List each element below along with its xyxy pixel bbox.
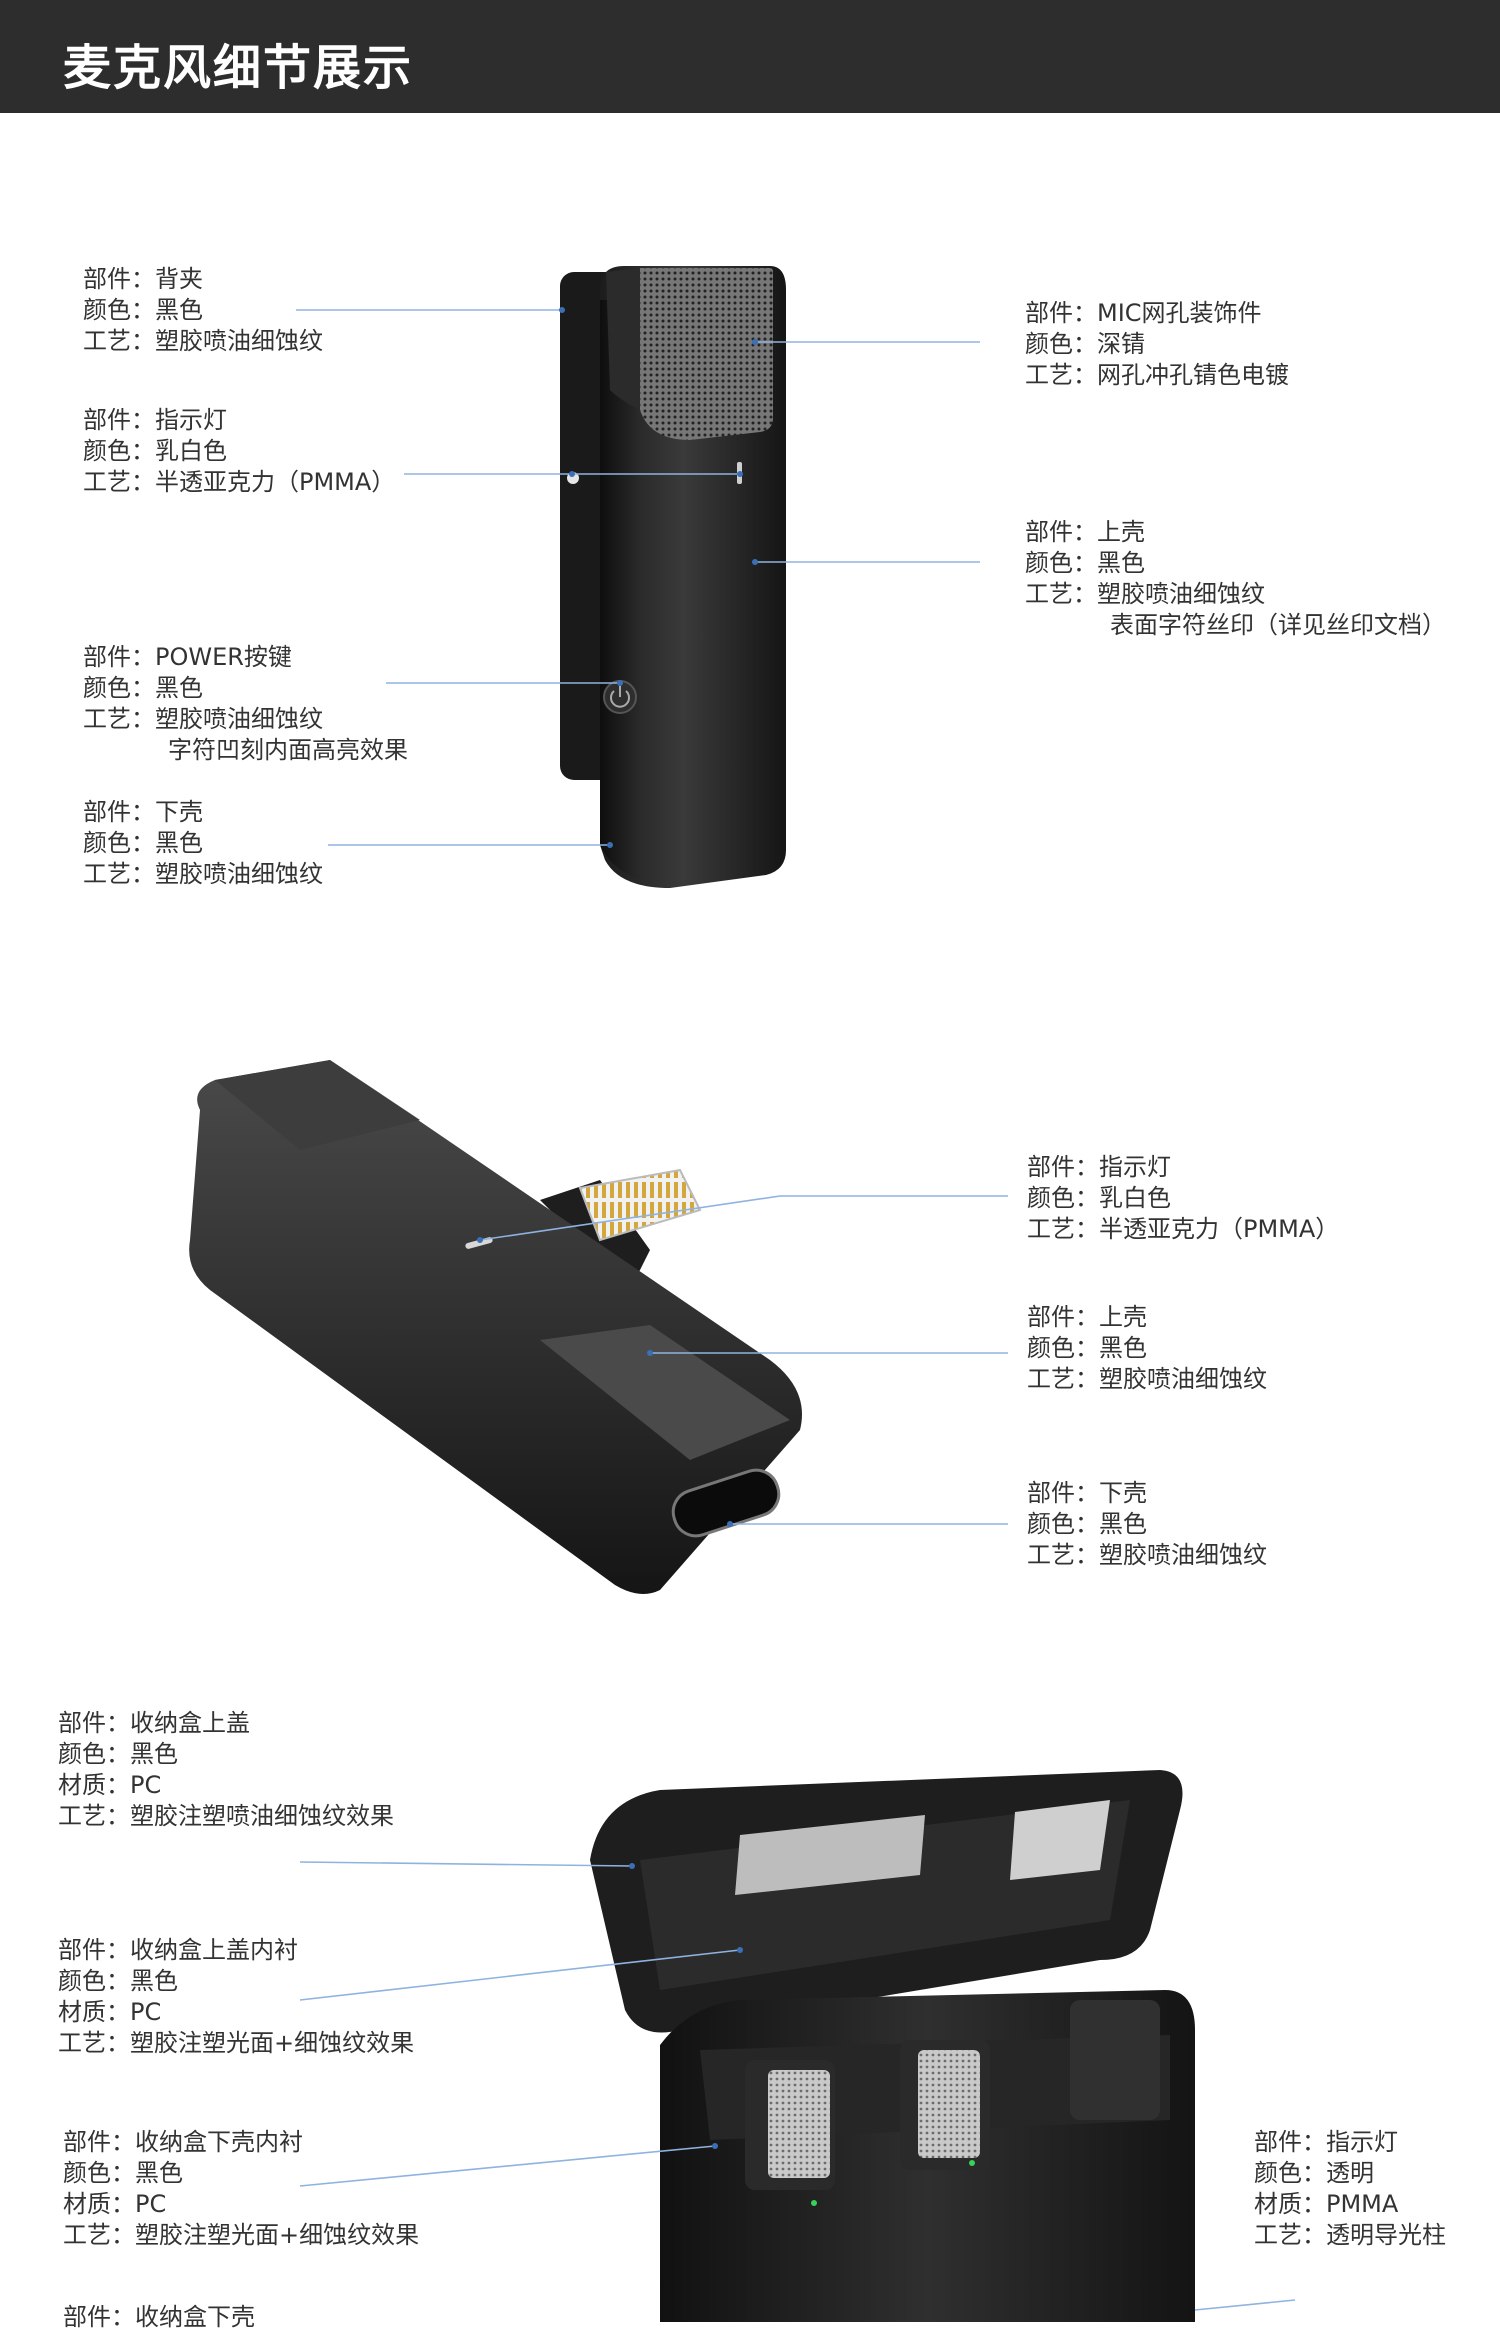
callout-line: 部件：POWER按键 — [83, 643, 292, 671]
callout-plug-lower-shell: 部件：下壳 颜色：黑色 工艺：塑胶喷油细蚀纹 — [1027, 1478, 1267, 1571]
callout-line: 材质：PMMA — [1254, 2190, 1399, 2218]
case-mic-mesh-1 — [768, 2070, 830, 2178]
callout-line: 部件：指示灯 — [1254, 2128, 1398, 2156]
plug-body-shape — [189, 1060, 802, 1594]
callout-line: 部件：上壳 — [1027, 1303, 1147, 1331]
callout-line: 颜色：乳白色 — [1027, 1184, 1171, 1212]
callout-upper-shell: 部件：上壳 颜色：黑色 工艺：塑胶喷油细蚀纹 表面字符丝印（详见丝印文档） — [1025, 517, 1446, 641]
microphone-plug-render — [189, 1060, 802, 1594]
callout-case-bottom-shell: 部件：收纳盒下壳 — [63, 2302, 255, 2333]
callout-line: 工艺：半透亚克力（PMMA） — [1027, 1215, 1340, 1243]
callout-line: 部件：下壳 — [1027, 1479, 1147, 1507]
callout-line: 工艺：塑胶喷油细蚀纹 — [83, 705, 323, 733]
callout-line: 表面字符丝印（详见丝印文档） — [1110, 611, 1446, 639]
callout-line: 部件：收纳盒下壳 — [63, 2303, 255, 2331]
callout-line: 部件：指示灯 — [1027, 1153, 1171, 1181]
callout-plug-upper-shell: 部件：上壳 颜色：黑色 工艺：塑胶喷油细蚀纹 — [1027, 1302, 1267, 1395]
callout-line: 部件：收纳盒下壳内衬 — [63, 2128, 303, 2156]
callout-line: 颜色：深锖 — [1025, 330, 1145, 358]
callout-back-clip: 部件：背夹 颜色：黑色 工艺：塑胶喷油细蚀纹 — [83, 264, 323, 357]
callout-line: 工艺：网孔冲孔锖色电镀 — [1025, 361, 1289, 389]
callout-line: 部件：上壳 — [1025, 518, 1145, 546]
callout-line: 颜色：黑色 — [1027, 1510, 1147, 1538]
callout-case-indicator-light: 部件：指示灯 颜色：透明 材质：PMMA 工艺：透明导光柱 — [1254, 2127, 1446, 2251]
lightning-plug-shape — [578, 1168, 702, 1242]
callout-line: 部件：下壳 — [83, 798, 203, 826]
callout-line: 工艺：塑胶注塑光面+细蚀纹效果 — [58, 2029, 415, 2057]
callout-line: 颜色：黑色 — [58, 1967, 178, 1995]
page-header: 麦克风细节展示 — [0, 0, 1500, 113]
callout-line: 部件：MIC网孔装饰件 — [1025, 299, 1262, 327]
usb-c-port-shape — [671, 1468, 781, 1538]
callout-line: 工艺：塑胶注塑光面+细蚀纹效果 — [63, 2221, 420, 2249]
callout-power-button: 部件：POWER按键 颜色：黑色 工艺：塑胶喷油细蚀纹 字符凹刻内面高亮效果 — [83, 642, 408, 766]
microphone-vertical-render — [560, 266, 786, 888]
callout-line: 颜色：黑色 — [83, 674, 203, 702]
callout-line: 工艺：半透亚克力（PMMA） — [83, 468, 396, 496]
callout-line: 工艺：塑胶喷油细蚀纹 — [83, 327, 323, 355]
page-title: 麦克风细节展示 — [63, 40, 414, 96]
callout-line: 部件：指示灯 — [83, 406, 227, 434]
case-led-2 — [969, 2160, 975, 2166]
callout-plug-indicator-light: 部件：指示灯 颜色：乳白色 工艺：半透亚克力（PMMA） — [1027, 1152, 1339, 1245]
callout-line: 工艺：透明导光柱 — [1254, 2221, 1446, 2249]
case-mic-mesh-2 — [918, 2050, 980, 2158]
callout-line: 工艺：塑胶喷油细蚀纹 — [1027, 1541, 1267, 1569]
callout-line: 材质：PC — [58, 1998, 162, 2026]
callout-line: 工艺：塑胶注塑喷油细蚀纹效果 — [58, 1802, 394, 1830]
callout-line: 部件：背夹 — [83, 265, 203, 293]
charging-case-render — [590, 1770, 1195, 2322]
callout-case-bottom-liner: 部件：收纳盒下壳内衬 颜色：黑色 材质：PC 工艺：塑胶注塑光面+细蚀纹效果 — [63, 2127, 419, 2251]
callout-lower-shell: 部件：下壳 颜色：黑色 工艺：塑胶喷油细蚀纹 — [83, 797, 323, 890]
callout-line: 工艺：塑胶喷油细蚀纹 — [1027, 1365, 1267, 1393]
callout-line: 颜色：黑色 — [1027, 1334, 1147, 1362]
callout-line: 工艺：塑胶喷油细蚀纹 — [1025, 580, 1265, 608]
callout-indicator-light: 部件：指示灯 颜色：乳白色 工艺：半透亚克力（PMMA） — [83, 405, 395, 498]
callout-line: 部件：收纳盒上盖内衬 — [58, 1936, 298, 1964]
callout-line: 颜色：黑色 — [83, 829, 203, 857]
callout-line: 颜色：黑色 — [83, 296, 203, 324]
callout-line: 颜色：乳白色 — [83, 437, 227, 465]
callout-line: 颜色：黑色 — [63, 2159, 183, 2187]
callout-mic-mesh: 部件：MIC网孔装饰件 颜色：深锖 工艺：网孔冲孔锖色电镀 — [1025, 298, 1289, 391]
callout-case-lid-liner: 部件：收纳盒上盖内衬 颜色：黑色 材质：PC 工艺：塑胶注塑光面+细蚀纹效果 — [58, 1935, 414, 2059]
case-led-1 — [811, 2200, 817, 2206]
callout-line: 材质：PC — [63, 2190, 167, 2218]
callout-line: 颜色：黑色 — [58, 1740, 178, 1768]
callout-line: 字符凹刻内面高亮效果 — [168, 736, 408, 764]
callout-case-lid: 部件：收纳盒上盖 颜色：黑色 材质：PC 工艺：塑胶注塑喷油细蚀纹效果 — [58, 1708, 394, 1832]
callout-line: 颜色：黑色 — [1025, 549, 1145, 577]
callout-line: 部件：收纳盒上盖 — [58, 1709, 250, 1737]
mic-mesh-shape — [640, 268, 773, 440]
callout-line: 材质：PC — [58, 1771, 162, 1799]
callout-line: 工艺：塑胶喷油细蚀纹 — [83, 860, 323, 888]
callout-line: 颜色：透明 — [1254, 2159, 1374, 2187]
indicator-light-shape-2 — [465, 1237, 493, 1249]
